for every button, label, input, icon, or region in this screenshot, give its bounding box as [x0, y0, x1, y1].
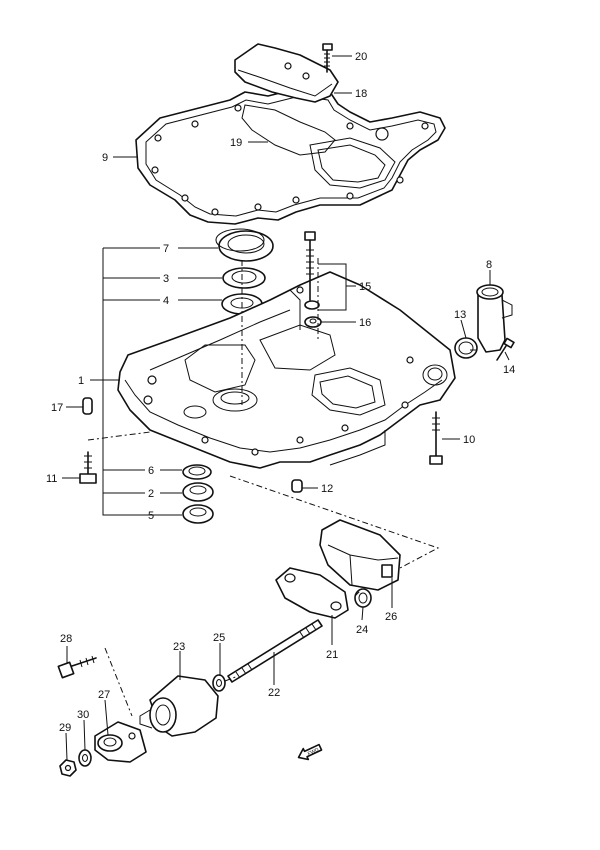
dowel-pin-part-17 [82, 397, 93, 415]
callout-14: 14 [503, 364, 515, 376]
stopper-part-27 [94, 721, 147, 763]
front-arrow-icon: FWD [297, 743, 323, 761]
oil-seal-part-3 [222, 267, 266, 289]
washer-part-30 [78, 749, 92, 767]
gasket-part-9 [135, 87, 446, 225]
callout-6: 6 [148, 465, 154, 477]
gasket-part-21 [275, 567, 349, 619]
bolt-part-10 [429, 411, 443, 465]
callout-12: 12 [321, 483, 333, 495]
shaft-part-22 [227, 619, 323, 683]
pin-part-12 [291, 479, 303, 493]
rubber-mount-part-23 [139, 675, 219, 737]
bearing-part-7 [215, 228, 274, 262]
callout-21: 21 [326, 649, 338, 661]
engine-holder-part-1 [117, 271, 456, 469]
callout-4: 4 [163, 295, 169, 307]
callout-30: 30 [77, 709, 89, 721]
washer-part-25 [212, 674, 226, 692]
oil-seal-part-6 [182, 464, 212, 480]
callout-3: 3 [163, 273, 169, 285]
bolt-part-28 [57, 655, 97, 679]
water-outlet-part-8 [476, 284, 513, 353]
callout-13: 13 [454, 309, 466, 321]
bearing-part-2 [182, 482, 214, 502]
callout-17: 17 [51, 402, 63, 414]
callout-18: 18 [355, 88, 367, 100]
nut-part-29 [59, 759, 77, 777]
callout-26: 26 [385, 611, 397, 623]
callout-15: 15 [359, 281, 371, 293]
callout-23: 23 [173, 641, 185, 653]
callout-24: 24 [356, 624, 368, 636]
callout-25: 25 [213, 632, 225, 644]
callouts: 1 2 3 4 5 6 7 8 9 10 11 12 13 14 15 16 1… [46, 51, 515, 734]
leader-lines [62, 55, 510, 761]
cover-plate-part-18 [234, 43, 339, 103]
bolt-part-20 [322, 43, 333, 73]
callout-8: 8 [486, 259, 492, 271]
callout-9: 9 [102, 152, 108, 164]
callout-7: 7 [163, 243, 169, 255]
callout-19: 19 [230, 137, 242, 149]
bolt-part-15 [304, 231, 316, 301]
o-ring-part-13 [454, 337, 478, 359]
callout-28: 28 [60, 633, 72, 645]
callout-22: 22 [268, 687, 280, 699]
callout-20: 20 [355, 51, 367, 63]
callout-1: 1 [78, 375, 84, 387]
callout-27: 27 [98, 689, 110, 701]
mount-bracket-part-26 [319, 519, 401, 591]
callout-10: 10 [463, 434, 475, 446]
callout-11: 11 [46, 473, 57, 485]
assembly-lines [87, 258, 478, 717]
front-marker-label: FWD [307, 747, 320, 757]
bolt-part-11 [79, 451, 97, 484]
callout-5: 5 [148, 510, 154, 522]
bearing-part-5 [182, 504, 214, 524]
callout-16: 16 [359, 317, 371, 329]
callout-2: 2 [148, 488, 154, 500]
bolt-part-14 [496, 337, 515, 361]
callout-29: 29 [59, 722, 71, 734]
collar-part-24 [354, 588, 372, 608]
